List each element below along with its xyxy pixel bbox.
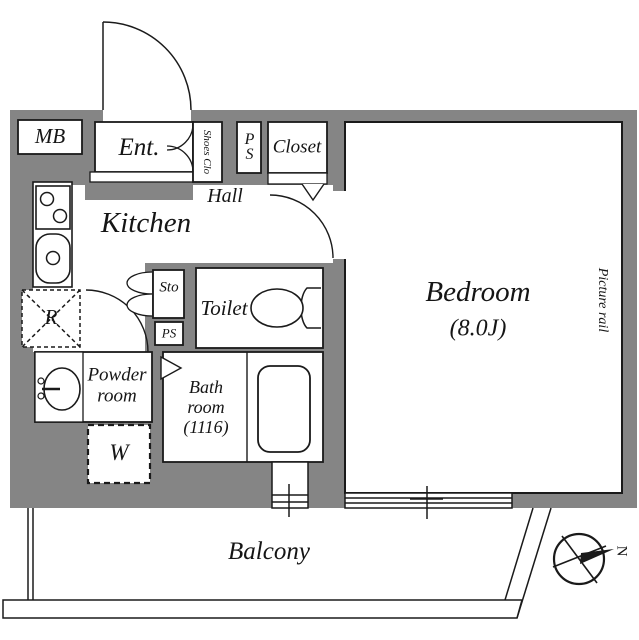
- faucet-handle-icon: [37, 377, 45, 385]
- storage-bifold-bottom: [126, 293, 153, 317]
- bedroom-door-gap: [332, 191, 346, 259]
- label-storage: Sto: [159, 279, 179, 296]
- shoe-door-arc-top: [166, 123, 194, 151]
- stove-icon: [35, 185, 71, 230]
- shoe-door-arc-bottom: [166, 145, 194, 173]
- compass-needle-icon: [580, 549, 614, 564]
- bath-door-icon: [160, 355, 183, 381]
- label-powder-room: Powder room: [87, 364, 147, 407]
- entrance-opening: [103, 108, 191, 124]
- label-pipe-space-lower: PS: [161, 325, 177, 341]
- bath-window: [271, 461, 309, 509]
- label-bathroom: Bath room (1116): [183, 376, 229, 438]
- compass-icon: [552, 532, 606, 586]
- label-hall: Hall: [207, 184, 243, 207]
- label-mb: MB: [34, 124, 66, 149]
- label-washer: W: [109, 440, 129, 466]
- sink-drain-icon: [45, 250, 61, 266]
- entry-door-arc: [102, 21, 192, 111]
- storage-bifold-top: [126, 271, 153, 295]
- label-entrance: Ent.: [118, 134, 160, 161]
- closet-door-strip: [267, 172, 328, 185]
- toilet-bowl-icon: [250, 288, 304, 328]
- room-closet: [267, 121, 328, 174]
- washer-space-box: [86, 423, 152, 485]
- closet-folding-door-icon: [301, 183, 325, 202]
- label-balcony: Balcony: [228, 538, 310, 565]
- room-pipe-space-top: [236, 121, 262, 174]
- room-shoes-closet: [192, 121, 223, 183]
- label-compass-north: N: [613, 545, 630, 557]
- wall-below-entrance: [85, 182, 193, 200]
- label-picture-rail: Picture rail: [594, 267, 610, 333]
- label-shoes-closet: Shoes Clo: [201, 129, 214, 175]
- bedroom-door-arc: [269, 194, 334, 259]
- bedroom-window: [344, 492, 513, 509]
- compass-cross-line: [552, 545, 607, 568]
- room-mb: [17, 119, 83, 155]
- label-bedroom: Bedroom: [425, 275, 531, 308]
- burner-icon: [39, 191, 55, 207]
- label-kitchen: Kitchen: [100, 206, 192, 239]
- bathtub-icon: [257, 365, 311, 453]
- room-pipe-space-lower: [154, 321, 184, 346]
- entrance-step: [89, 171, 194, 183]
- label-closet: Closet: [272, 136, 322, 158]
- faucet-handle-icon: [37, 392, 45, 400]
- compass-cross-line: [561, 535, 598, 584]
- room-storage: [152, 269, 185, 319]
- label-pipe-space-top: PS: [240, 131, 258, 161]
- label-bedroom-size: (8.0J): [449, 315, 507, 342]
- balcony-edge-diagonal: [504, 507, 534, 601]
- refrigerator-space-box: [21, 289, 81, 348]
- label-toilet: Toilet: [200, 296, 248, 321]
- burner-icon: [52, 208, 68, 224]
- room-bedroom: [344, 121, 623, 494]
- balcony-railing: [2, 599, 523, 619]
- kitchen-hall-floor: [33, 185, 333, 352]
- label-refrigerator: R: [44, 305, 58, 330]
